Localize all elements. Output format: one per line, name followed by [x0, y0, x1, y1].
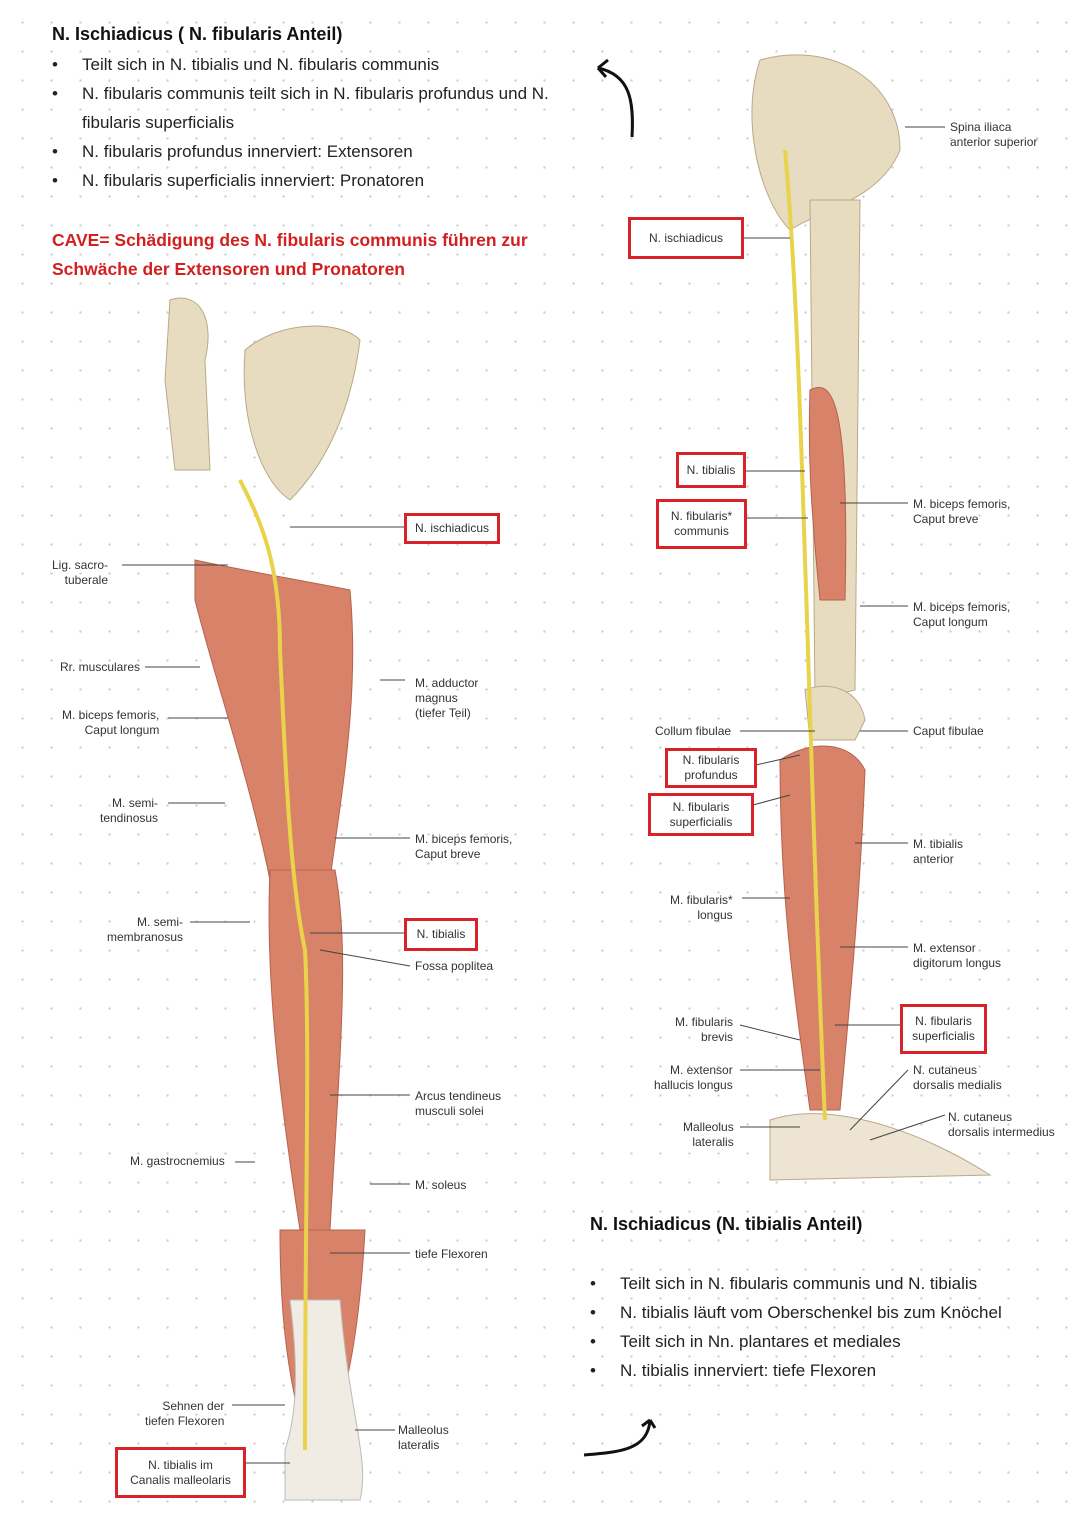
box-n-fibularis-profundus: N. fibularis profundus	[665, 748, 757, 788]
fibularis-bullets: Teilt sich in N. tibialis und N. fibular…	[52, 50, 562, 195]
bullet: Teilt sich in Nn. plantares et mediales	[590, 1327, 1060, 1356]
box-n-fibularis-superficialis: N. fibularis superficialis	[648, 793, 754, 836]
label-gastrocnemius: M. gastrocnemius	[130, 1154, 225, 1168]
label-biceps-breve: M. biceps femoris, Caput breve	[415, 832, 513, 861]
bullet: Teilt sich in N. fibularis communis und …	[590, 1269, 1060, 1298]
bullet: N. tibialis läuft vom Oberschenkel bis z…	[590, 1298, 1060, 1327]
label-soleus: M. soleus	[415, 1178, 467, 1192]
label-malleolus-r: Malleolus lateralis	[683, 1120, 734, 1149]
label-cutaneus-medialis: N. cutaneus dorsalis medialis	[913, 1063, 1002, 1092]
fibularis-title: N. Ischiadicus ( N. fibularis Anteil)	[52, 24, 343, 44]
label-adductor: M. adductor magnus (tiefer Teil)	[415, 676, 479, 720]
leader-lines	[122, 126, 946, 1464]
label-malleolus: Malleolus lateralis	[398, 1423, 449, 1452]
bullet: N. fibularis communis teilt sich in N. f…	[52, 79, 562, 137]
label-tibialis-anterior: M. tibialis anterior	[913, 837, 964, 866]
box-n-ischiadicus: N. ischiadicus	[404, 513, 500, 544]
bullet: N. fibularis superficialis innerviert: P…	[52, 166, 562, 195]
bullet: N. tibialis innerviert: tiefe Flexoren	[590, 1356, 1060, 1385]
bullet: N. fibularis profundus innerviert: Exten…	[52, 137, 562, 166]
label-fibularis-brevis: M. fibularis brevis	[675, 1015, 734, 1044]
label-lig-sacrotuberale: Lig. sacro- tuberale	[52, 558, 109, 587]
bullet: Teilt sich in N. tibialis und N. fibular…	[52, 50, 562, 79]
label-extensor-hallucis: M. extensor hallucis longus	[654, 1063, 733, 1092]
label-extensor-digitorum: M. extensor digitorum longus	[913, 941, 1002, 970]
box-n-fibularis-superficialis-2: N. fibularis superficialis	[900, 1004, 987, 1054]
label-arcus: Arcus tendineus musculi solei	[415, 1089, 502, 1118]
posterior-leg-figure	[164, 297, 366, 1501]
box-n-tibialis: N. tibialis	[404, 918, 478, 951]
box-n-ischiadicus-r: N. ischiadicus	[628, 217, 744, 259]
box-n-tibialis-r: N. tibialis	[676, 452, 746, 488]
arrow-curve-icon	[583, 1418, 657, 1457]
box-n-tibialis-canalis: N. tibialis im Canalis malleolaris	[115, 1447, 246, 1498]
box-n-fibularis-communis: N. fibularis* communis	[656, 499, 747, 549]
label-collum-fibulae: Collum fibulae	[655, 724, 732, 738]
label-caput-fibulae: Caput fibulae	[913, 724, 984, 738]
label-fibularis-longus: M. fibularis* longus	[670, 893, 733, 922]
label-rr-musculares: Rr. musculares	[60, 660, 141, 674]
cave-warning: CAVE= Schädigung des N. fibularis commun…	[52, 230, 528, 279]
label-fossa-poplitea: Fossa poplitea	[415, 959, 494, 973]
tibialis-title: N. Ischiadicus (N. tibialis Anteil)	[590, 1214, 863, 1234]
label-spina-iliaca: Spina iliaca anterior superior	[950, 120, 1038, 149]
label-biceps-longum-r: M. biceps femoris, Caput longum	[913, 600, 1011, 629]
label-biceps-breve-r: M. biceps femoris, Caput breve	[913, 497, 1011, 526]
lateral-leg-figure	[751, 54, 992, 1181]
label-semimembranosus: M. semi- membranosus	[107, 915, 184, 944]
tibialis-bullets: Teilt sich in N. fibularis communis und …	[590, 1269, 1060, 1385]
label-tiefe-flexoren: tiefe Flexoren	[415, 1247, 488, 1261]
label-sehnen: Sehnen der tiefen Flexoren	[145, 1399, 225, 1428]
label-biceps-longum: M. biceps femoris, Caput longum	[62, 708, 160, 737]
label-cutaneus-intermedius: N. cutaneus dorsalis intermedius	[948, 1110, 1055, 1139]
arrow-up-icon	[596, 58, 634, 138]
label-semitendinosus: M. semi- tendinosus	[100, 796, 159, 825]
